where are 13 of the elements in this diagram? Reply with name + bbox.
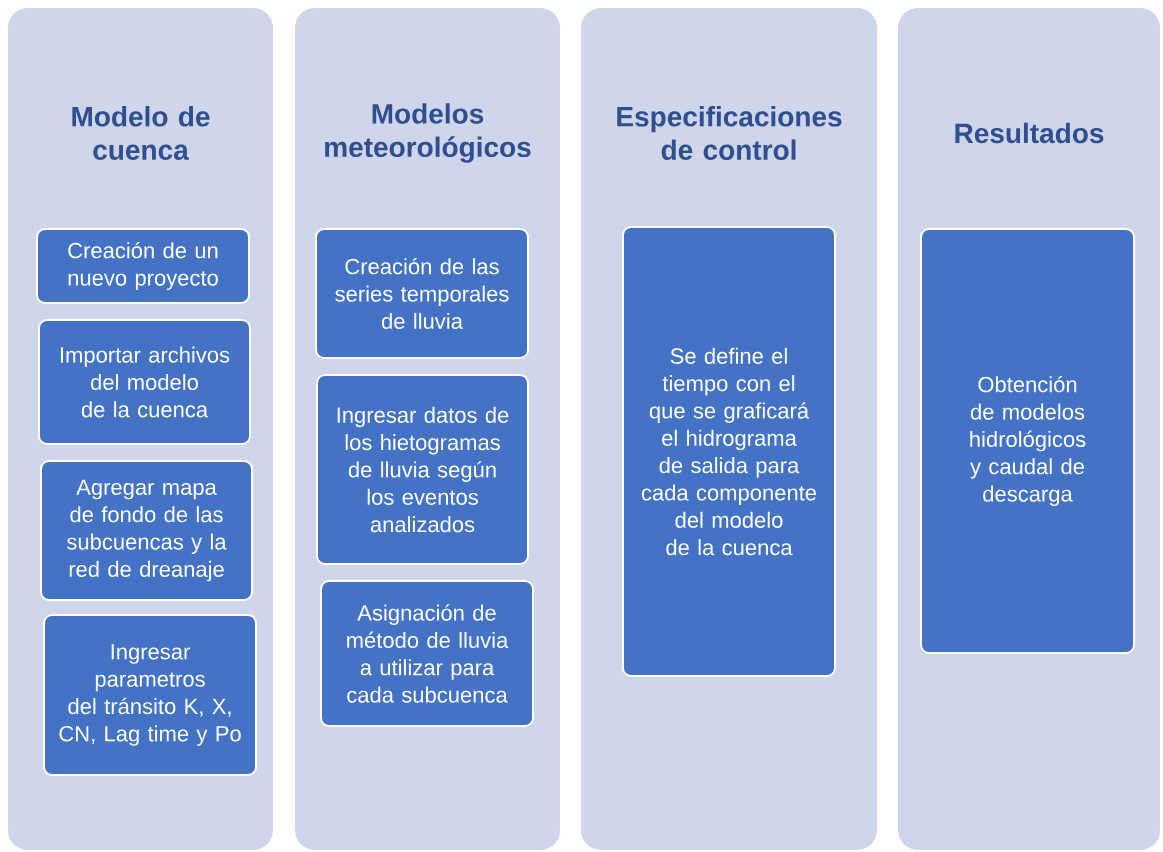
step-box: Obtención de modelos hidrológicos y caudal de descarga — [920, 228, 1135, 654]
column-heading: Resultados — [955, 122, 1104, 144]
column-heading: Especificaciones de control — [617, 106, 842, 160]
step-box: Ingresar parametros del tránsito K, X, CN, Lag time y Po — [43, 614, 257, 776]
step-box: Creación de un nuevo proyecto — [36, 228, 250, 304]
step-box: Importar archivos del modelo de la cuenca — [38, 319, 251, 445]
column-heading: Modelo de cuenca — [72, 106, 210, 160]
step-box: Asignación de método de lluvia a utilizar para cada subcuenca — [320, 580, 534, 727]
column-heading: Modelos meteorológicos — [325, 103, 531, 163]
step-box: Creación de las series temporales de lluvia — [315, 228, 529, 359]
step-box: Ingresar datos de los hietogramas de lluvia según los eventos analizados — [316, 374, 529, 565]
step-box: Agregar mapa de fondo de las subcuencas y la red de dreanaje — [40, 460, 253, 601]
step-box: Se define el tiempo con el que se graficará el hidrograma de salida para cada componente del modelo de la cuenca — [622, 226, 836, 677]
